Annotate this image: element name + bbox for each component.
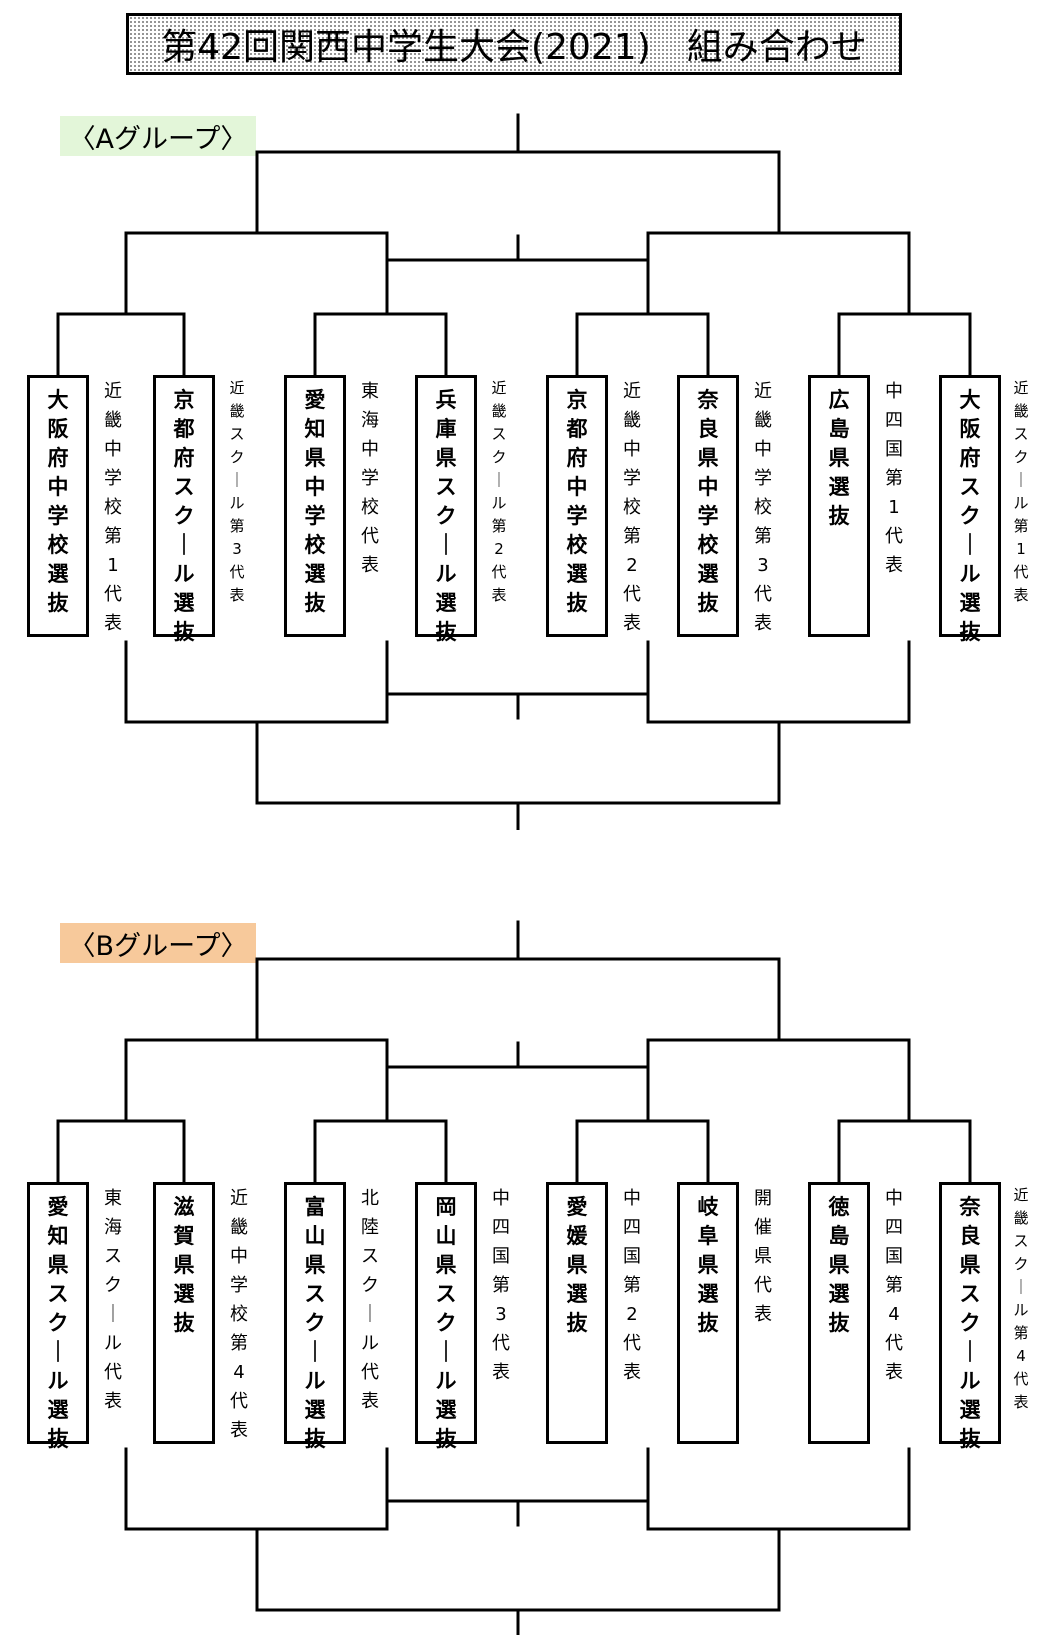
team-box: 愛知県中学校選抜: [284, 375, 346, 637]
team-representative-label: 開催県代表: [754, 1188, 772, 1325]
team-box: 愛知県スク｜ル選抜: [27, 1182, 89, 1451]
team-name: 愛媛県選抜: [566, 1195, 588, 1335]
team-box: 京都府中学校選抜: [546, 375, 608, 637]
team-representative-label: 東海スク｜ル代表: [104, 1188, 122, 1412]
team-box: 愛媛県選抜: [546, 1182, 608, 1444]
team-box: 奈良県スク｜ル選抜: [939, 1182, 1001, 1451]
team-name: 愛知県中学校選抜: [304, 388, 326, 615]
team-box: 兵庫県スク｜ル選抜: [415, 375, 477, 644]
team-name: 愛知県スク｜ル選抜: [47, 1195, 69, 1451]
team-name: 大阪府スク｜ル選抜: [959, 388, 981, 644]
team-name: 岡山県スク｜ル選抜: [435, 1195, 457, 1451]
group-b-bracket: [56, 920, 972, 1635]
team-representative-label: 北陸スク｜ル代表: [361, 1188, 379, 1412]
team-name: 滋賀県選抜: [173, 1195, 195, 1335]
team-box: 岐阜県選抜: [677, 1182, 739, 1444]
team-representative-label: 東海中学校代表: [361, 381, 379, 576]
team-name: 京都府中学校選抜: [566, 388, 588, 615]
team-name: 奈良県スク｜ル選抜: [959, 1195, 981, 1451]
group-a-bracket: [56, 113, 972, 830]
team-name: 徳島県選抜: [828, 1195, 850, 1335]
team-name: 富山県スク｜ル選抜: [304, 1195, 326, 1451]
group-a-label: 〈Aグループ〉: [60, 116, 256, 156]
team-name: 兵庫県スク｜ル選抜: [435, 388, 457, 644]
team-box: 京都府スク｜ル選抜: [153, 375, 215, 644]
team-box: 大阪府中学校選抜: [27, 375, 89, 637]
team-name: 京都府スク｜ル選抜: [173, 388, 195, 644]
team-box: 富山県スク｜ル選抜: [284, 1182, 346, 1451]
team-name: 岐阜県選抜: [697, 1195, 719, 1335]
team-box: 広島県選抜: [808, 375, 870, 637]
team-box: 徳島県選抜: [808, 1182, 870, 1444]
team-name: 奈良県中学校選抜: [697, 388, 719, 615]
team-box: 大阪府スク｜ル選抜: [939, 375, 1001, 644]
team-box: 奈良県中学校選抜: [677, 375, 739, 637]
team-name: 大阪府中学校選抜: [47, 388, 69, 615]
team-name: 広島県選抜: [828, 388, 850, 528]
group-b-label: 〈Bグループ〉: [60, 923, 256, 963]
team-box: 滋賀県選抜: [153, 1182, 215, 1444]
team-box: 岡山県スク｜ル選抜: [415, 1182, 477, 1451]
page-title: 第42回関西中学生大会(2021) 組み合わせ: [126, 13, 902, 75]
